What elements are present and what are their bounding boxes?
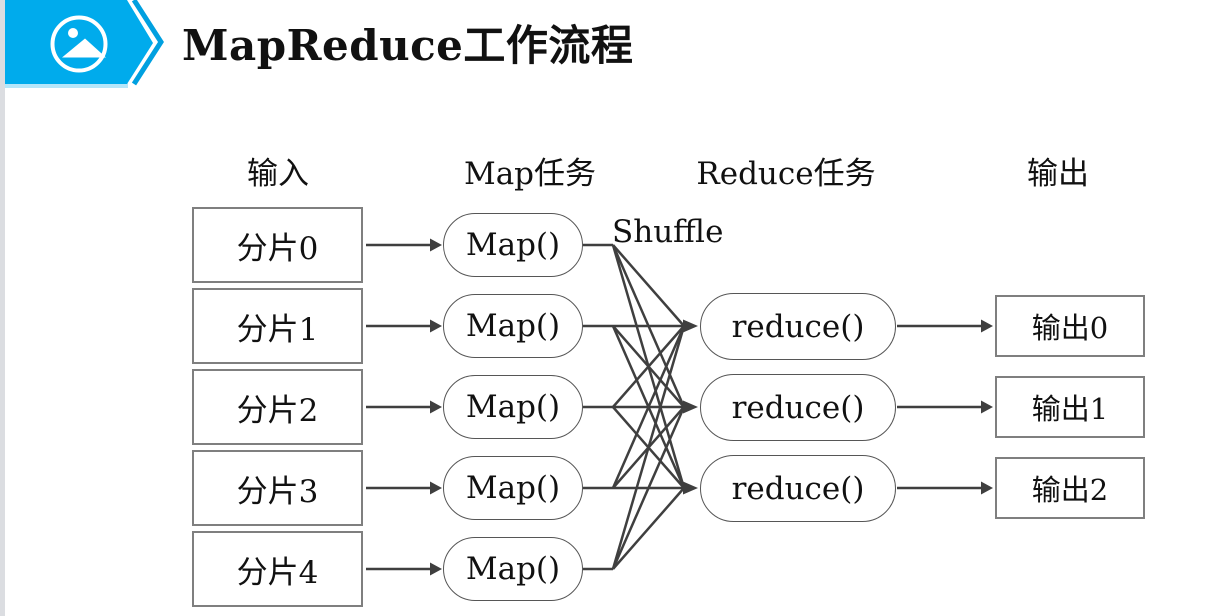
output-box-2: 输出2 [995, 457, 1145, 519]
image-icon [50, 15, 108, 73]
map-task-3: Map() [443, 456, 583, 520]
reduce-task-0: reduce() [700, 293, 896, 360]
map-task-0: Map() [443, 213, 583, 277]
page-title: MapReduce工作流程 [182, 21, 634, 70]
column-header-output: 输出 [1027, 156, 1089, 192]
banner-underline [5, 83, 128, 88]
reduce-task-2: reduce() [700, 455, 896, 522]
map-task-2: Map() [443, 375, 583, 439]
slide-banner [5, 0, 164, 88]
column-header-map: Map任务 [463, 156, 597, 192]
input-split-1: 分片1 [192, 288, 363, 364]
input-split-3: 分片3 [192, 450, 363, 526]
banner-shape [5, 0, 153, 84]
column-header-input: 输入 [247, 156, 309, 192]
map-task-4: Map() [443, 537, 583, 601]
shuffle-label: Shuffle [612, 214, 724, 250]
map-task-1: Map() [443, 294, 583, 358]
output-box-0: 输出0 [995, 295, 1145, 357]
input-split-4: 分片4 [192, 531, 363, 607]
reduce-task-1: reduce() [700, 374, 896, 441]
output-box-1: 输出1 [995, 376, 1145, 438]
banner-chevron [131, 0, 164, 86]
left-edge-strip [0, 0, 5, 616]
input-split-2: 分片2 [192, 369, 363, 445]
column-header-reduce: Reduce任务 [696, 156, 876, 192]
input-split-0: 分片0 [192, 207, 363, 283]
